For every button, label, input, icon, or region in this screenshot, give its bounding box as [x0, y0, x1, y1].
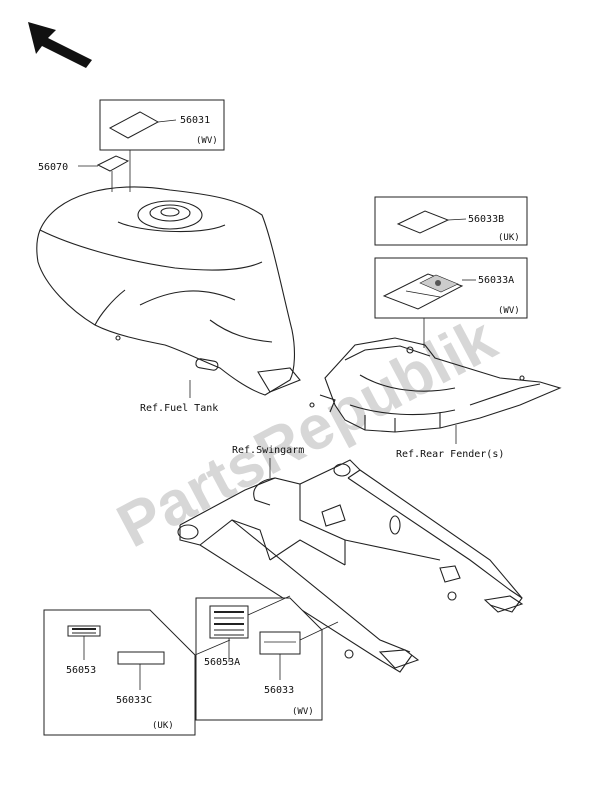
part-wv-swingarm-box: 56053A 56033 (WV): [195, 597, 323, 721]
rear-fender-drawing: [309, 337, 562, 433]
part-number-56070: 56070: [38, 162, 68, 173]
ref-fuel-tank: Ref.Fuel Tank: [140, 403, 218, 414]
leader-56053A: [247, 595, 291, 616]
part-number-56033C: 56033C: [116, 695, 152, 706]
region-56033A: (WV): [498, 306, 520, 316]
part-number-56053: 56053: [66, 665, 96, 676]
warning-pictogram-icon: [419, 274, 459, 293]
leader-uk-to-swingarm: [194, 639, 231, 656]
region-56033: (WV): [292, 707, 314, 717]
part-56031-box: 56031 (WV): [99, 99, 225, 192]
region-56033C: (UK): [152, 721, 174, 731]
part-number-56033: 56033: [264, 685, 294, 696]
part-number-56053A: 56053A: [204, 657, 240, 668]
part-56033A-box: 56033A (WV): [374, 257, 528, 348]
part-number-56031: 56031: [180, 115, 210, 126]
label-56053-shape: [67, 625, 101, 637]
swingarm-drawing: [177, 459, 524, 673]
ref-swingarm: Ref.Swingarm: [232, 445, 304, 456]
label-56033-shape: [259, 631, 301, 655]
region-56033B: (UK): [498, 233, 520, 243]
leader-56033: [299, 621, 339, 641]
ref-rear-fender: Ref.Rear Fender(s): [396, 449, 504, 460]
part-56033B-box: 56033B (UK): [374, 196, 528, 246]
part-56070: 56070: [38, 155, 130, 192]
part-number-56033A: 56033A: [478, 275, 514, 286]
label-56053A-shape: [209, 605, 249, 639]
label-56033C-shape: [117, 651, 165, 665]
arrow-up-left-icon: [28, 22, 92, 68]
fuel-tank-drawing: [36, 186, 301, 396]
part-uk-swingarm-box: 56053 56033C (UK): [43, 609, 196, 736]
part-number-56033B: 56033B: [468, 214, 504, 225]
region-56031: (WV): [196, 136, 218, 146]
